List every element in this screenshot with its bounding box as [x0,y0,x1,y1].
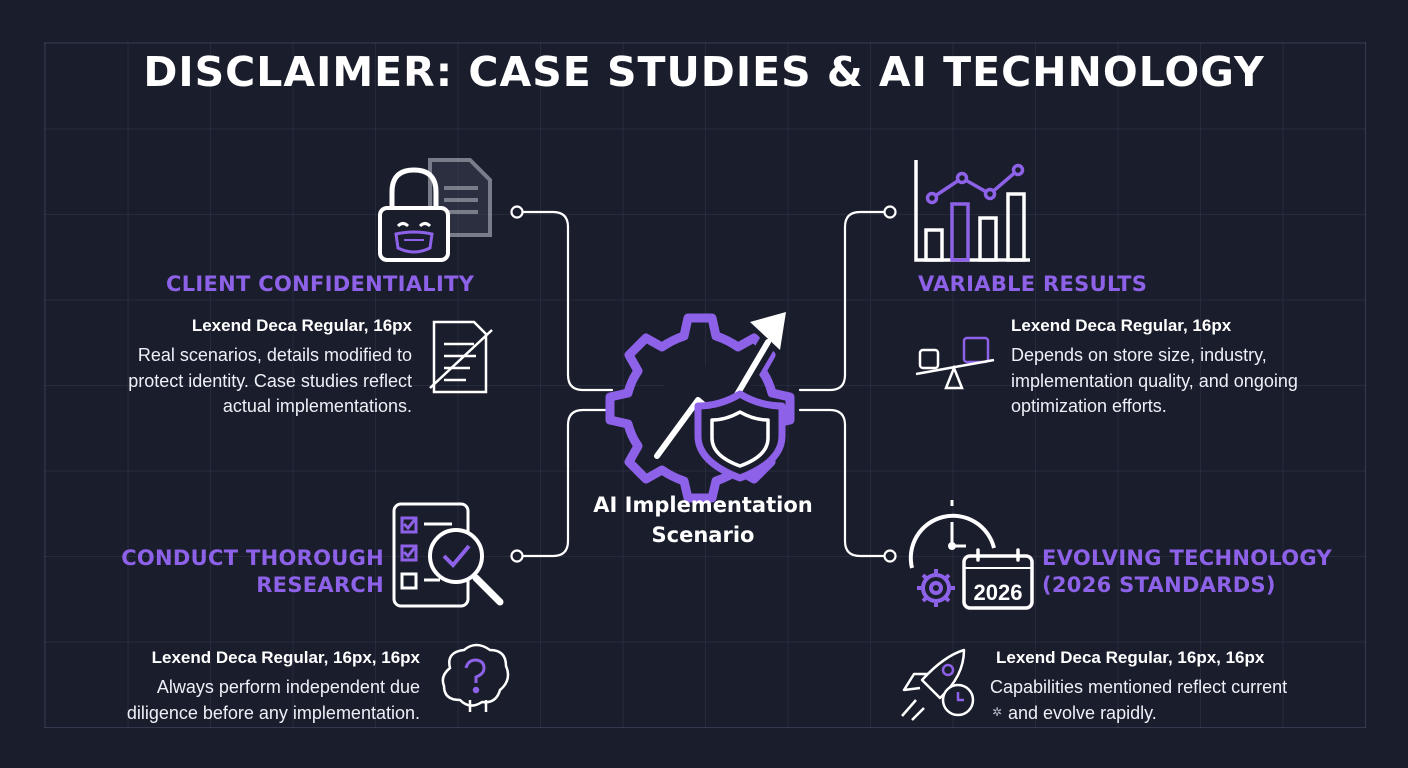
padlock-mask-icon [378,158,492,262]
client-confidentiality-body: Real scenarios, details modified to prot… [128,343,412,420]
heading-line: EVOLVING TECHNOLOGY [1042,546,1333,570]
body-line: protect identity. Case studies reflect [128,370,412,391]
small-sparkle-icon: ✲ [992,705,1002,719]
center-label: AI Implementation Scenario [570,490,836,550]
client-confidentiality-heading: CLIENT CONFIDENTIALITY [166,272,475,296]
heading-line: (2026 STANDARDS) [1042,573,1276,597]
body-line: diligence before any implementation. [126,702,420,723]
balance-scale-icon [915,336,995,390]
variable-results-subheading: Lexend Deca Regular, 16px [1011,316,1232,335]
body-line: Capabilities mentioned reflect current [990,677,1288,697]
body-line: Real scenarios, details modified to [137,345,412,365]
calendar-year: 2026 [974,580,1023,605]
connector-bottom-right [798,408,897,563]
body-line: implementation quality, and ongoing [1011,370,1298,391]
bar-line-chart-icon [914,160,1030,262]
center-label-line: AI Implementation [593,493,813,517]
connector-bottom-left [510,408,614,563]
connector-top-right [798,205,897,392]
body-line: actual implementations. [222,396,412,416]
evolving-technology-body: Capabilities mentioned reflect current a… [990,675,1287,726]
brain-question-icon [441,643,510,712]
checklist-magnifier-icon [392,502,504,608]
conduct-research-body: Always perform independent due diligence… [127,675,420,726]
conduct-research-subheading: Lexend Deca Regular, 16px, 16px [151,648,420,667]
heading-line: RESEARCH [256,573,384,597]
body-line: Always perform independent due [156,677,420,697]
page-title: DISCLAIMER: CASE STUDIES & AI TECHNOLOGY [143,48,1265,96]
clock-gear-calendar-icon: 2026 [908,500,1034,610]
variable-results-body: Depends on store size, industry, impleme… [1011,343,1298,420]
center-gear-shield-icon [605,312,795,503]
evolving-technology-heading: EVOLVING TECHNOLOGY (2026 STANDARDS) [1042,545,1332,599]
crossed-document-icon [429,320,493,394]
conduct-research-heading: CONDUCT THOROUGH RESEARCH [121,545,384,599]
connector-top-left [510,205,614,392]
center-label-line: Scenario [651,523,755,547]
client-confidentiality-subheading: Lexend Deca Regular, 16px [191,316,412,335]
variable-results-heading: VARIABLE RESULTS [918,272,1148,296]
body-line: and evolve rapidly. [1008,702,1157,723]
body-line: Depends on store size, industry, [1011,345,1267,365]
rocket-clock-icon [901,648,975,721]
evolving-technology-subheading: Lexend Deca Regular, 16px, 16px [996,648,1265,667]
heading-line: CONDUCT THOROUGH [121,546,384,570]
body-line: optimization efforts. [1011,396,1167,416]
